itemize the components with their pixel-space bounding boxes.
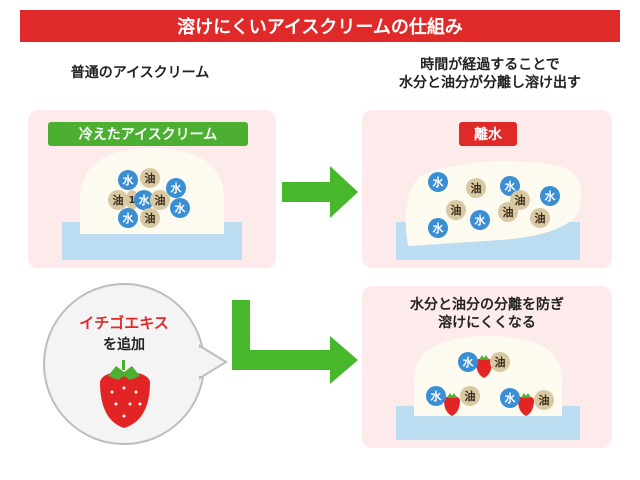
oil-molecule: 油 bbox=[534, 390, 554, 410]
water-molecule: 水 bbox=[118, 208, 138, 228]
water-molecule: 水 bbox=[428, 172, 448, 192]
oil-molecule: 油 bbox=[530, 208, 550, 228]
bubble-sub: を追加 bbox=[103, 337, 145, 353]
elbow-arrow-icon bbox=[232, 300, 358, 384]
right-caption: 時間が経過することで 水分と油分が分離し溶け出す bbox=[360, 56, 620, 92]
water-molecule: 水 bbox=[134, 190, 154, 210]
speech-bubble-tail bbox=[199, 344, 228, 380]
water-molecule: 水 bbox=[166, 178, 186, 198]
strawberry-icon bbox=[100, 360, 150, 428]
title-banner: 溶けにくいアイスクリームの仕組み bbox=[20, 10, 620, 42]
right-caption-line2: 水分と油分が分離し溶け出す bbox=[399, 75, 581, 91]
water-molecule: 水 bbox=[170, 198, 190, 218]
oil-molecule: 油 bbox=[140, 168, 160, 188]
oil-molecule: 油 bbox=[150, 190, 170, 210]
panel3-caption-line1: 水分と油分の分離を防ぎ bbox=[410, 297, 564, 313]
oil-molecule: 油 bbox=[446, 200, 466, 220]
strawberry-icon bbox=[444, 393, 460, 416]
oil-molecule: 油 bbox=[108, 190, 128, 210]
panel3-caption: 水分と油分の分離を防ぎ 溶けにくくなる bbox=[372, 296, 602, 332]
oil-molecule: 油 bbox=[460, 386, 480, 406]
panel3-caption-line2: 溶けにくくなる bbox=[438, 315, 536, 331]
water-molecule: 水 bbox=[118, 170, 138, 190]
left-caption: 普通のアイスクリーム bbox=[70, 65, 210, 81]
strawberry-icon bbox=[518, 393, 534, 416]
water-molecule: 水 bbox=[470, 210, 490, 230]
water-molecule: 水 bbox=[428, 218, 448, 238]
right-arrow-icon bbox=[282, 166, 358, 218]
tag-cold-ice: 冷えたアイスクリーム bbox=[48, 122, 248, 146]
oil-molecule: 油 bbox=[490, 352, 510, 372]
water-molecule: 水 bbox=[458, 352, 478, 372]
oil-molecule: 油 bbox=[498, 202, 518, 222]
tag-syneresis: 離水 bbox=[459, 122, 517, 146]
water-molecule: 水 bbox=[540, 186, 560, 206]
water-molecule: 水 bbox=[426, 386, 446, 406]
right-caption-line1: 時間が経過することで bbox=[420, 57, 560, 73]
strawberry-icon bbox=[476, 355, 492, 378]
oil-molecule: 油 bbox=[140, 208, 160, 228]
bubble-title: イチゴエキス bbox=[79, 314, 169, 332]
oil-molecule: 油 bbox=[466, 178, 486, 198]
water-molecule: 水 bbox=[500, 388, 520, 408]
